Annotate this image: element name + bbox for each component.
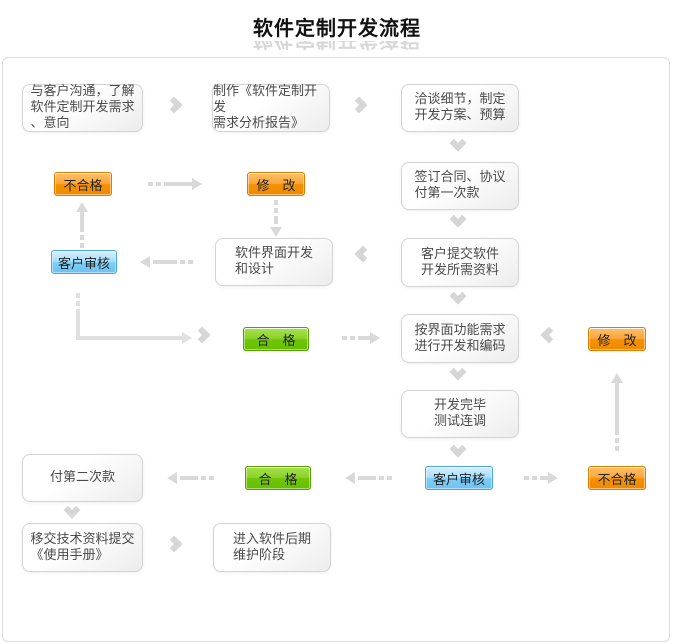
connector-line-horizontal xyxy=(76,336,182,340)
connector-dash xyxy=(76,293,80,298)
node-payment2-label: 付第二次款 xyxy=(49,470,115,485)
node-materials-label: 客户提交软件 开发所需资料 xyxy=(420,246,499,278)
node-handover-label: 移交技术资料提交 《使用手册》 xyxy=(30,531,135,563)
page-title-area: 软件定制开发流程 软件定制开发流程 xyxy=(0,12,674,56)
node-maintenance-label: 进入软件后期 维护阶段 xyxy=(232,531,311,563)
badge-unqualified-1: 不合格 xyxy=(54,172,112,196)
page-title: 软件定制开发流程 xyxy=(253,16,421,40)
connector-dash xyxy=(76,301,80,306)
badge-qualified-2: 合 格 xyxy=(245,466,311,490)
node-communicate: 与客户沟通，了解 软件定制开发需求 、意向 xyxy=(22,84,143,132)
dashed-arrow-left-icon xyxy=(345,472,392,484)
node-contract-label: 签订合同、协议 付第一次款 xyxy=(414,170,506,201)
node-coding-label: 按界面功能需求 进行开发和编码 xyxy=(414,322,506,354)
badge-qualified-2-label: 合 格 xyxy=(258,472,298,488)
badge-client-review-2-label: 客户审核 xyxy=(432,472,485,488)
badge-qualified-1: 合 格 xyxy=(243,327,309,351)
dashed-arrow-left-icon xyxy=(167,472,214,484)
node-materials: 客户提交软件 开发所需资料 xyxy=(401,238,519,287)
badge-modify-2-label: 修 改 xyxy=(597,333,637,349)
badge-client-review-1-label: 客户审核 xyxy=(57,256,110,272)
node-testing: 开发完毕 测试连调 xyxy=(401,390,519,438)
badge-client-review-2: 客户审核 xyxy=(425,466,493,490)
badge-modify-1: 修 改 xyxy=(247,172,305,196)
badge-client-review-1: 客户审核 xyxy=(51,250,117,274)
dashed-arrow-up-long-icon xyxy=(611,373,623,454)
badge-unqualified-2: 不合格 xyxy=(588,466,646,490)
node-ui-dev: 软件界面开发 和设计 xyxy=(215,238,333,286)
node-ui-dev-label: 软件界面开发 和设计 xyxy=(234,246,313,277)
node-communicate-label: 与客户沟通，了解 软件定制开发需求 、意向 xyxy=(30,84,135,131)
arrow-head-right-icon xyxy=(182,332,192,344)
node-testing-label: 开发完毕 测试连调 xyxy=(433,398,486,429)
badge-unqualified-1-label: 不合格 xyxy=(63,178,103,194)
node-report-label: 制作《软件定制开发 需求分析报告》 xyxy=(213,84,318,131)
node-payment2: 付第二次款 xyxy=(22,454,143,502)
node-report: 制作《软件定制开发 需求分析报告》 xyxy=(212,84,330,132)
connector-line-vertical xyxy=(76,309,80,340)
node-maintenance: 进入软件后期 维护阶段 xyxy=(213,523,331,572)
node-coding: 按界面功能需求 进行开发和编码 xyxy=(401,314,519,363)
node-negotiate-label: 洽谈细节，制定 开发方案、预算 xyxy=(414,92,506,123)
dashed-arrow-right-icon xyxy=(524,472,558,484)
badge-modify-1-label: 修 改 xyxy=(256,178,296,194)
dashed-arrow-right-icon xyxy=(342,332,380,344)
node-negotiate: 洽谈细节，制定 开发方案、预算 xyxy=(401,84,519,132)
badge-modify-2: 修 改 xyxy=(588,327,646,351)
dashed-arrow-down-icon xyxy=(270,200,282,237)
badge-qualified-1-label: 合 格 xyxy=(256,333,296,349)
node-handover: 移交技术资料提交 《使用手册》 xyxy=(22,523,143,572)
dashed-arrow-up-icon xyxy=(76,202,88,251)
dashed-arrow-right-icon xyxy=(148,178,202,190)
page-title-reflection: 软件定制开发流程 xyxy=(0,41,674,56)
dashed-arrow-left-icon xyxy=(140,256,193,268)
node-contract: 签订合同、协议 付第一次款 xyxy=(401,162,519,210)
badge-unqualified-2-label: 不合格 xyxy=(597,472,637,488)
